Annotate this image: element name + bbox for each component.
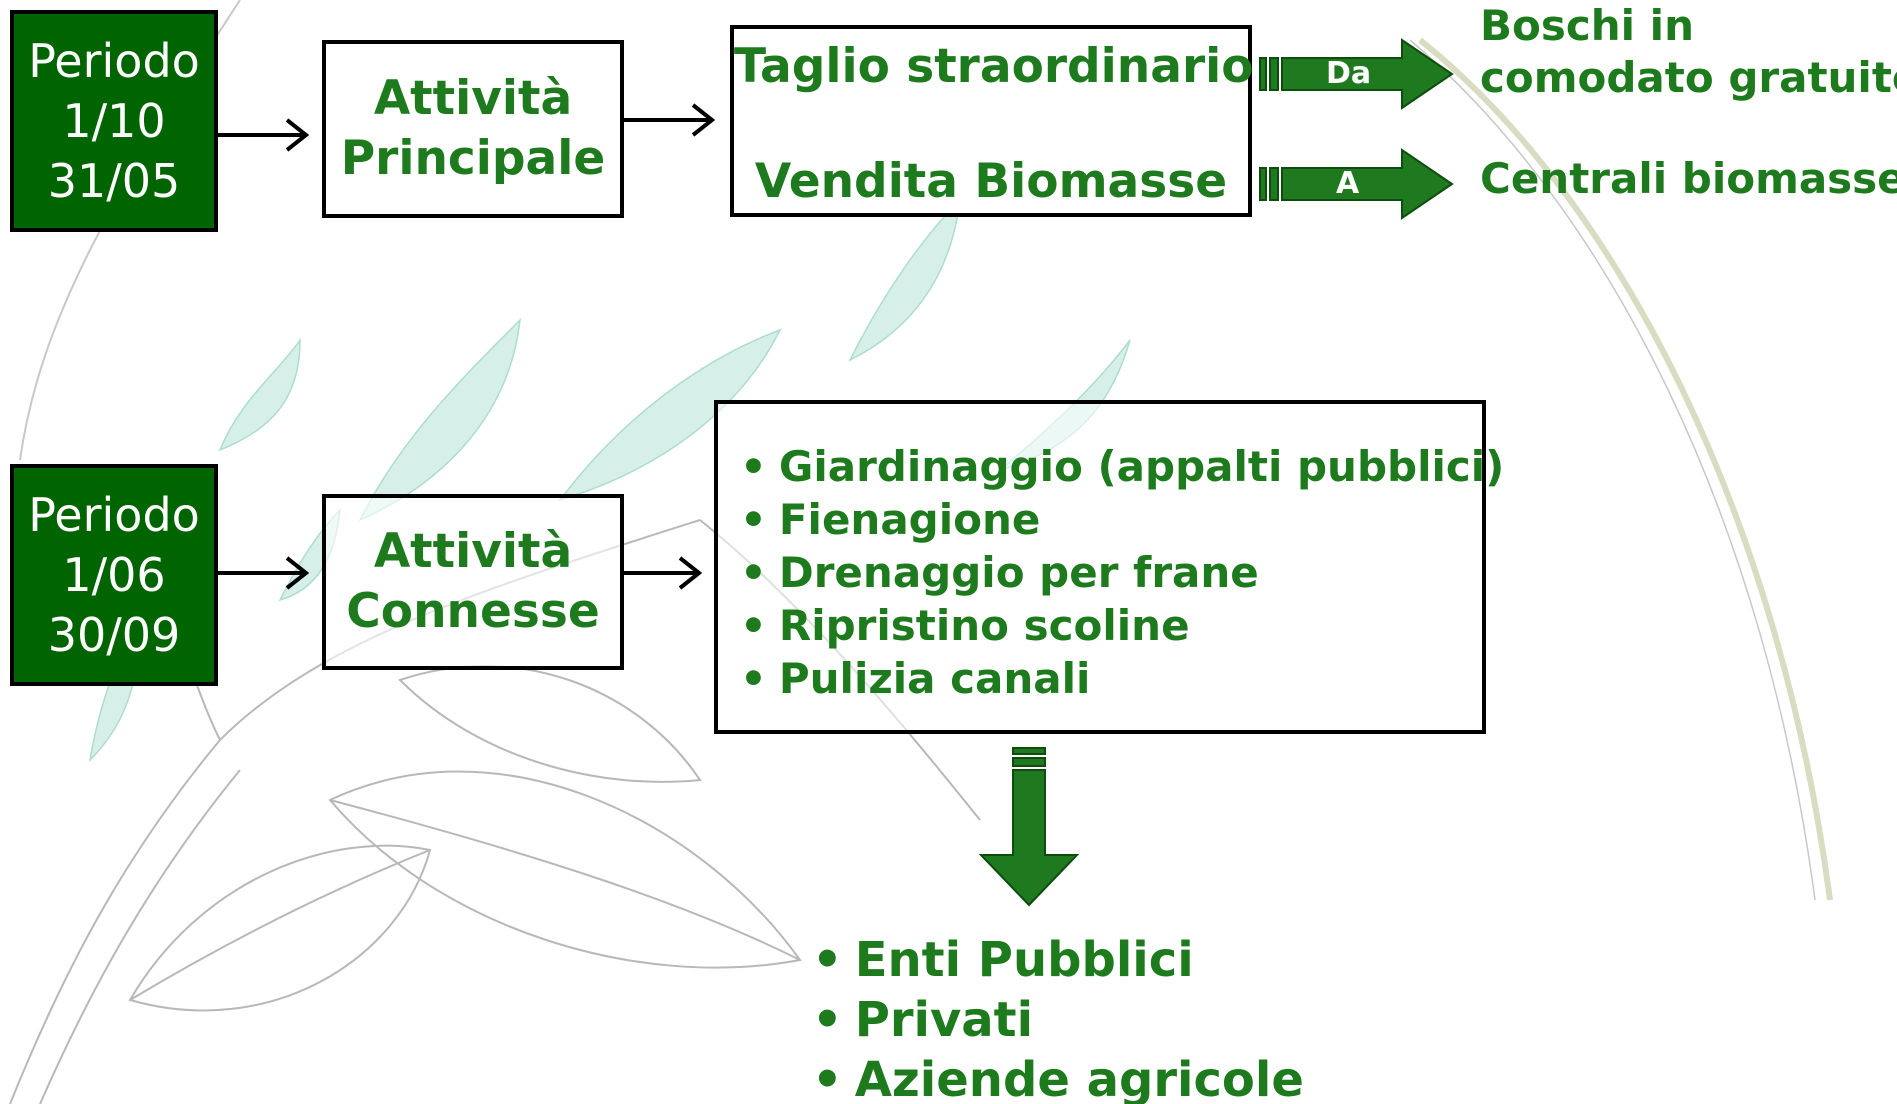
list-item: Drenaggio per frane — [740, 546, 1504, 599]
arrow-to-block — [1259, 148, 1454, 220]
small-leaf-2 — [358, 317, 521, 522]
activity-line1: Attività — [373, 71, 573, 126]
services-box: Giardinaggio (appalti pubblici) Fienagio… — [714, 400, 1504, 734]
details-box-top: Taglio straordinario Vendita Biomasse — [730, 25, 1254, 217]
list-item: Ripristino scoline — [740, 599, 1504, 652]
activity-line2: Principale — [340, 131, 606, 186]
arrow-from-block — [1259, 38, 1454, 110]
list-item: Giardinaggio (appalti pubblici) — [740, 440, 1505, 493]
list-item: Privati — [812, 990, 1304, 1050]
list-item: Aziende agricole — [812, 1050, 1304, 1104]
small-leaf-3 — [558, 328, 782, 502]
source-label: Boschi in comodato gratuito — [1480, 0, 1897, 104]
destination-label: Centrali biomasse — [1480, 154, 1897, 203]
period-start: 1/06 — [62, 548, 166, 602]
arc-stroke — [1418, 37, 1833, 901]
period-start: 1/10 — [62, 94, 166, 148]
services-list: Giardinaggio (appalti pubblici) Fienagio… — [740, 440, 1505, 705]
activity-line2: Connesse — [346, 584, 600, 639]
period-label: Periodo — [28, 488, 200, 542]
source-line1: Boschi in — [1480, 1, 1694, 50]
small-leaf-1 — [218, 337, 301, 452]
arrow-label-da: Da — [1326, 56, 1372, 91]
period-end: 31/05 — [47, 154, 181, 208]
source-line2: comodato gratuito — [1480, 53, 1897, 102]
activity-line1: Attività — [373, 524, 573, 579]
period-end: 30/09 — [47, 608, 181, 662]
activity-box-principale: Attività Principale — [322, 40, 624, 218]
period-label: Periodo — [28, 34, 200, 88]
clients-list: Enti Pubblici Privati Aziende agricole — [812, 930, 1304, 1104]
list-item: Pulizia canali — [740, 652, 1504, 705]
list-item: Enti Pubblici — [812, 930, 1304, 990]
detail-vendita: Vendita Biomasse — [754, 154, 1228, 209]
detail-taglio: Taglio straordinario — [734, 39, 1254, 94]
activity-box-connesse: Attività Connesse — [322, 494, 624, 670]
arrow-label-a: A — [1336, 166, 1360, 201]
period-box-bottom: Periodo 1/06 30/09 — [10, 464, 218, 686]
period-box-top: Periodo 1/10 31/05 — [10, 10, 218, 232]
arrow-down-block — [978, 747, 1080, 907]
list-item: Fienagione — [740, 493, 1504, 546]
